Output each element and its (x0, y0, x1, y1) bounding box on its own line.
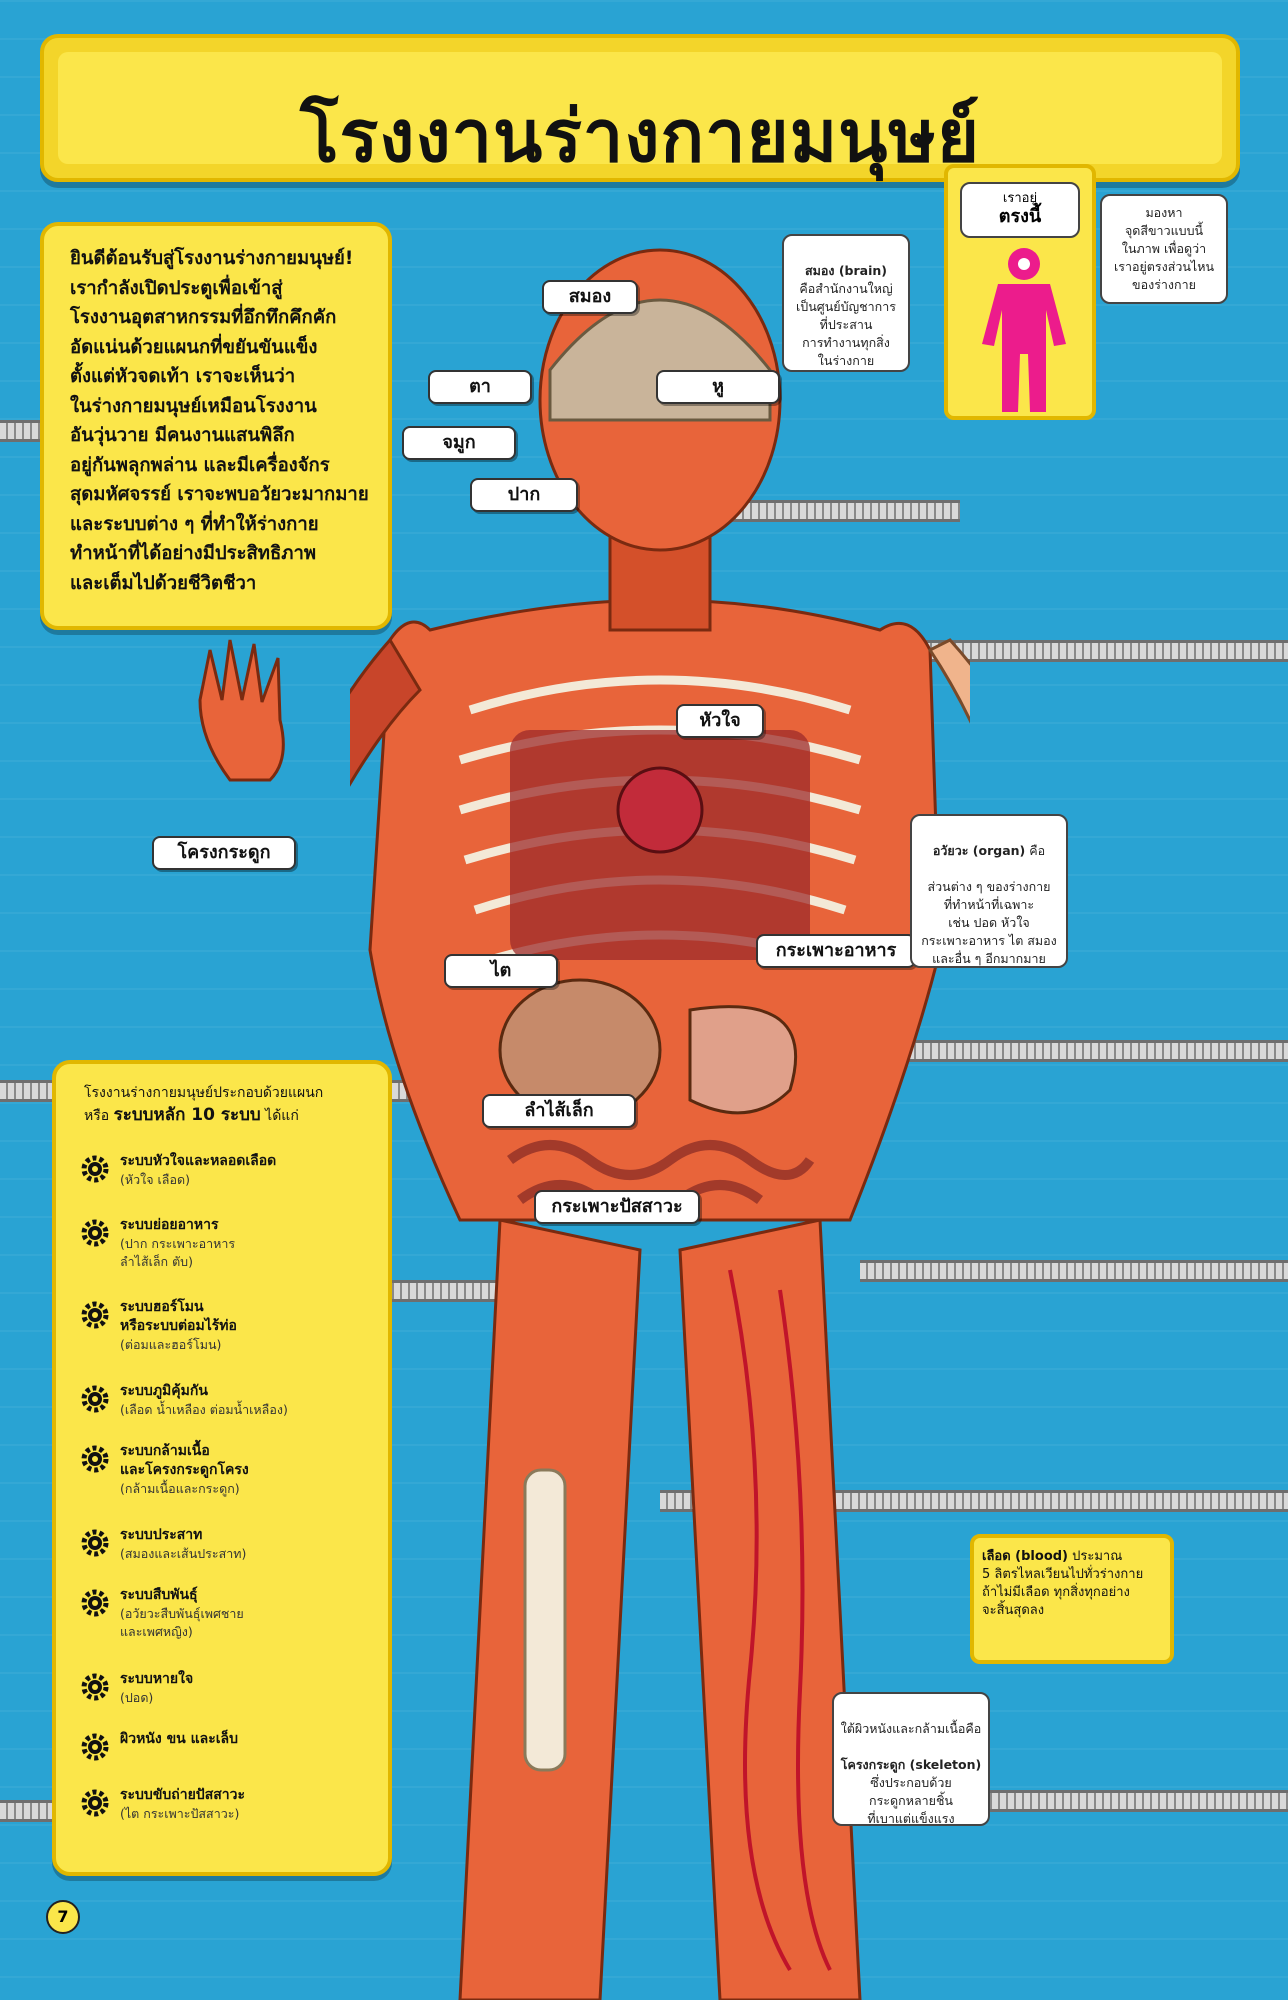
blood-term: เลือด (blood) (982, 1549, 1068, 1564)
systems-intro-line1: โรงงานร่างกายมนุษย์ประกอบด้วยแผนก (84, 1085, 324, 1101)
label-heart: หัวใจ (676, 704, 764, 738)
organ-term: อวัยวะ (organ) (932, 843, 1026, 858)
brain-text: คือสำนักงานใหญ่ เป็นศูนย์บัญชาการ ที่ประ… (796, 281, 896, 368)
skeleton-text: ซึ่งประกอบด้วย กระดูกหลายชิ้น ที่เบาแต่แ… (867, 1775, 955, 1826)
system-sub: (ต่อมและฮอร์โมน) (120, 1337, 222, 1352)
title-banner: โรงงานร่างกายมนุษย์ (40, 34, 1240, 182)
organ-head: อวัยวะ (organ) คือ (918, 842, 1060, 860)
system-name: ระบบย่อยอาหาร (120, 1217, 219, 1233)
scaffold-rail (860, 640, 1288, 662)
system-name: ระบบสืบพันธุ์ (120, 1587, 198, 1603)
system-sub: (หัวใจ เลือด) (120, 1172, 190, 1187)
blood-text: เลือด (blood) ประมาณ 5 ลิตรไหลเวียนไปทั่… (982, 1548, 1164, 1620)
gear-icon (81, 1733, 109, 1761)
organ-text: ส่วนต่าง ๆ ของร่างกาย ที่ทำหน้าที่เฉพาะ … (921, 879, 1057, 966)
systems-intro-pre: หรือ (84, 1108, 114, 1124)
list-item: ระบบสืบพันธุ์ (อวัยวะสืบพันธุ์เพศชาย และเ… (80, 1586, 378, 1670)
system-name: ระบบกล้ามเนื้อ และโครงกระดูกโครง (120, 1443, 249, 1478)
list-item: ระบบกล้ามเนื้อ และโครงกระดูกโครง (กล้ามเน… (80, 1442, 378, 1526)
list-item: ระบบย่อยอาหาร (ปาก กระเพาะอาหาร ลำไส้เล็ก… (80, 1216, 378, 1298)
label-nose: จมูก (402, 426, 516, 460)
blood-desc: ประมาณ 5 ลิตรไหลเวียนไปทั่วร่างกาย ถ้าไม… (982, 1549, 1144, 1618)
intro-text: ยินดีต้อนรับสู่โรงงานร่างกายมนุษย์! เราก… (70, 248, 369, 594)
systems-panel: โรงงานร่างกายมนุษย์ประกอบด้วยแผนก หรือ ร… (52, 1060, 392, 1876)
organ-bubble: อวัยวะ (organ) คือ ส่วนต่าง ๆ ของร่างกาย… (910, 814, 1068, 968)
blood-panel: เลือด (blood) ประมาณ 5 ลิตรไหลเวียนไปทั่… (970, 1534, 1174, 1664)
skeleton-pre: ใต้ผิวหนังและกล้ามเนื้อคือ (840, 1721, 982, 1736)
gear-icon (81, 1385, 109, 1413)
gear-icon (81, 1673, 109, 1701)
scaffold-rail (820, 1040, 1288, 1062)
organ-mid: คือ (1025, 843, 1046, 858)
list-item: ระบบภูมิคุ้มกัน (เลือด น้ำเหลือง ต่อมน้ำเ… (80, 1382, 378, 1442)
list-item: ระบบฮอร์โมน หรือระบบต่อมไร้ท่อ (ต่อมและฮอ… (80, 1298, 378, 1382)
gear-icon (81, 1155, 109, 1183)
gear-icon (81, 1445, 109, 1473)
list-item: ผิวหนัง ขน และเล็บ (80, 1730, 378, 1786)
gear-icon (81, 1301, 109, 1329)
brain-bubble: สมอง (brain) คือสำนักงานใหญ่ เป็นศูนย์บั… (782, 234, 910, 372)
person-figure-icon (982, 248, 1066, 412)
label-small-intestine: ลำไส้เล็ก (482, 1094, 636, 1128)
list-item: ระบบหายใจ (ปอด) (80, 1670, 378, 1730)
system-name: ระบบขับถ่ายปัสสาวะ (120, 1787, 246, 1803)
label-brain: สมอง (542, 280, 638, 314)
here-bubble: เราอยู่ ตรงนี้ (960, 182, 1080, 238)
systems-intro: โรงงานร่างกายมนุษย์ประกอบด้วยแผนก หรือ ร… (84, 1082, 372, 1127)
gear-icon (81, 1219, 109, 1247)
systems-intro-strong: ระบบหลัก 10 ระบบ (113, 1105, 261, 1125)
system-sub: (อวัยวะสืบพันธุ์เพศชาย และเพศหญิง) (120, 1606, 244, 1639)
systems-intro-post: ได้แก่ (260, 1108, 299, 1124)
label-stomach: กระเพาะอาหาร (756, 934, 916, 968)
system-sub: (ปอด) (120, 1690, 154, 1705)
system-name: ระบบภูมิคุ้มกัน (120, 1383, 208, 1399)
system-sub: (กล้ามเนื้อและกระดูก) (120, 1481, 240, 1496)
title-inner (58, 52, 1222, 164)
system-name: ระบบหัวใจและหลอดเลือด (120, 1153, 277, 1169)
gear-icon (81, 1789, 109, 1817)
systems-intro-line2: หรือ ระบบหลัก 10 ระบบ ได้แก่ (84, 1104, 372, 1127)
label-ear: หู (656, 370, 780, 404)
here-small: เราอยู่ (1002, 191, 1038, 206)
page-title: โรงงานร่างกายมนุษย์ (299, 94, 981, 178)
look-bubble: มองหา จุดสีขาวแบบนี้ ในภาพ เพื่อดูว่า เร… (1100, 194, 1228, 304)
hand-illustration (198, 639, 285, 782)
here-big: ตรงนี้ (998, 206, 1042, 227)
list-item: ระบบหัวใจและหลอดเลือด (หัวใจ เลือด) (80, 1152, 378, 1216)
system-sub: (สมองและเส้นประสาท) (120, 1546, 247, 1561)
label-eye: ตา (428, 370, 532, 404)
page-number: 7 (46, 1900, 80, 1934)
locator-panel: เราอยู่ ตรงนี้ (944, 164, 1096, 420)
label-mouth: ปาก (470, 478, 578, 512)
list-item: ระบบประสาท (สมองและเส้นประสาท) (80, 1526, 378, 1586)
label-bladder: กระเพาะปัสสาวะ (534, 1190, 700, 1224)
gear-icon (81, 1529, 109, 1557)
system-sub: (เลือด น้ำเหลือง ต่อมน้ำเหลือง) (120, 1402, 288, 1417)
system-name: ระบบประสาท (120, 1527, 203, 1543)
intro-panel: ยินดีต้อนรับสู่โรงงานร่างกายมนุษย์! เราก… (40, 222, 392, 630)
label-kidney: ไต (444, 954, 558, 988)
system-name: ผิวหนัง ขน และเล็บ (120, 1731, 238, 1747)
list-item: ระบบขับถ่ายปัสสาวะ (ไต กระเพาะปัสสาวะ) (80, 1786, 378, 1846)
skeleton-term: โครงกระดูก (skeleton) (840, 1757, 982, 1772)
label-skeleton: โครงกระดูก (152, 836, 296, 870)
system-sub: (ไต กระเพาะปัสสาวะ) (120, 1806, 240, 1821)
brain-term: สมอง (brain) (805, 263, 887, 278)
system-name: ระบบฮอร์โมน หรือระบบต่อมไร้ท่อ (120, 1299, 237, 1334)
system-name: ระบบหายใจ (120, 1671, 194, 1687)
skeleton-bubble: ใต้ผิวหนังและกล้ามเนื้อคือ โครงกระดูก (s… (832, 1692, 990, 1826)
system-sub: (ปาก กระเพาะอาหาร ลำไส้เล็ก ตับ) (120, 1236, 236, 1269)
gear-icon (81, 1589, 109, 1617)
scaffold-rail (860, 1260, 1288, 1282)
systems-list: ระบบหัวใจและหลอดเลือด (หัวใจ เลือด) ระบบย… (80, 1152, 378, 1846)
